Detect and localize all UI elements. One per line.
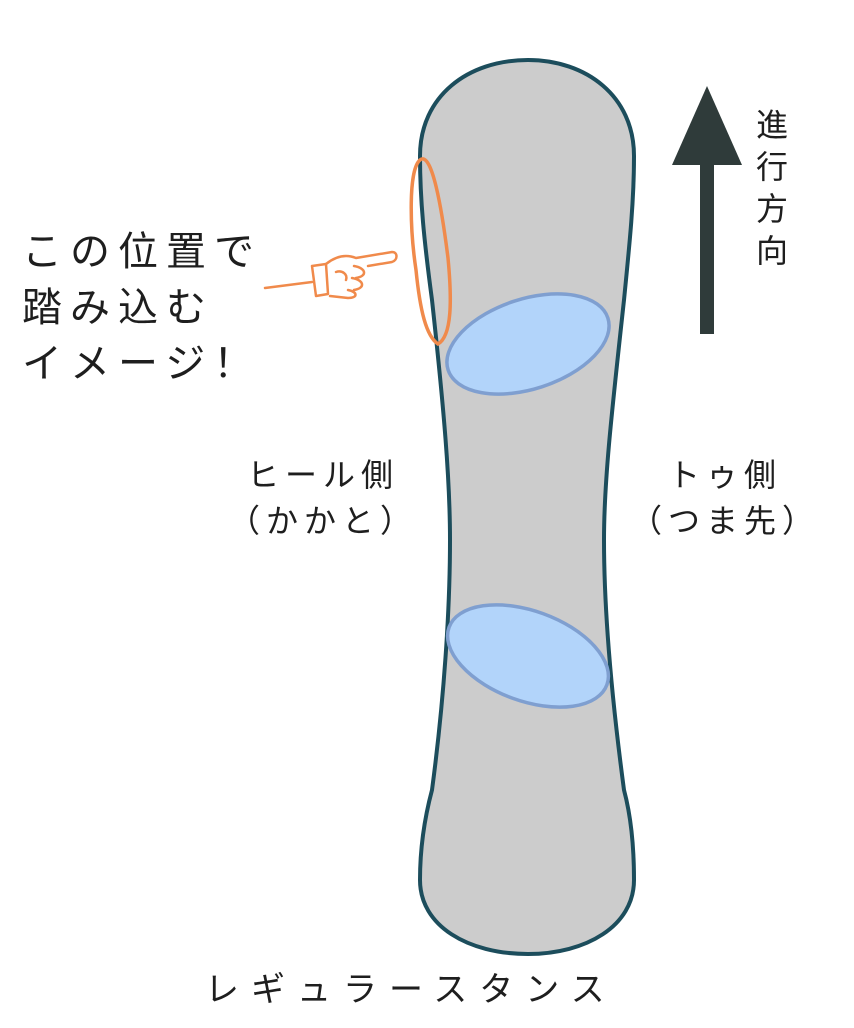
heel-side-label: ヒール側 （かかと） [228,452,418,544]
heel-side-note: （かかと） [228,498,418,544]
up-arrow-icon [672,86,742,334]
toe-side-label: トゥ側 （つま先） [630,452,820,544]
snowboard [420,60,634,954]
callout-line-1: この位置で [22,224,262,280]
stance-label: レギュラースタンス [205,962,617,1011]
direction-label: 進行方向 [752,104,792,272]
callout-text: この位置で 踏み込む イメージ！ [22,224,262,392]
callout-line-2: 踏み込む [22,280,262,336]
pointing-hand-icon [265,252,397,298]
toe-side-title: トゥ側 [630,452,820,498]
toe-side-note: （つま先） [630,498,820,544]
heel-side-title: ヒール側 [228,452,418,498]
callout-line-3: イメージ！ [22,336,262,392]
